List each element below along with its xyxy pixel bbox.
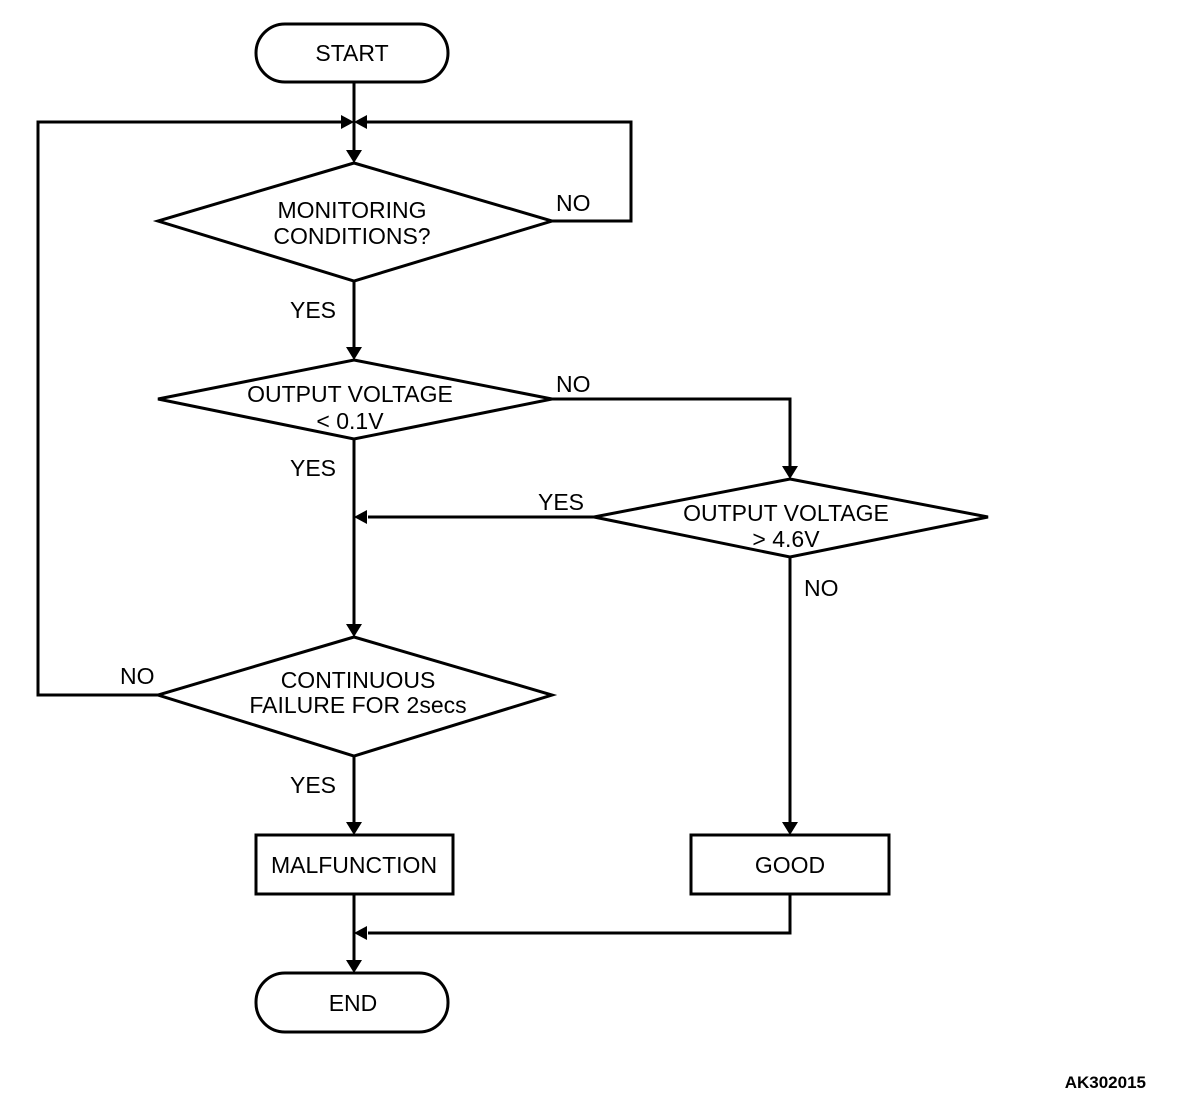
arrowhead-down-monitoring [346, 150, 362, 163]
monitoring-label-line1: MONITORING [277, 197, 426, 223]
arrowhead-right-merge [341, 115, 354, 129]
connector-good-to-end [368, 894, 792, 935]
edge-label-low-no: NO [556, 371, 591, 397]
low-voltage-label-line1: OUTPUT VOLTAGE [247, 381, 453, 407]
edge-labels: NO YES NO YES YES NO NO YES [120, 190, 839, 798]
end-label: END [329, 990, 378, 1016]
start-terminal: START [254, 22, 450, 84]
connector-low-no [552, 397, 792, 468]
continuous-label-line2: FAILURE FOR 2secs [249, 692, 466, 718]
arrowhead-down-low-voltage [346, 347, 362, 360]
arrowhead-down-good [782, 822, 798, 835]
connectors [36, 83, 792, 962]
edge-label-continuous-yes: YES [290, 772, 336, 798]
high-voltage-decision: OUTPUT VOLTAGE > 4.6V [593, 477, 989, 559]
edge-label-continuous-no: NO [120, 663, 155, 689]
arrowhead-down-malfunction [346, 822, 362, 835]
malfunction-box: MALFUNCTION [254, 833, 455, 896]
end-terminal: END [254, 971, 450, 1034]
edge-label-monitoring-yes: YES [290, 297, 336, 323]
connector-monitoring-no-loop [366, 120, 633, 223]
edge-label-monitoring-no: NO [556, 190, 591, 216]
continuous-label-line1: CONTINUOUS [281, 667, 436, 693]
low-voltage-decision: OUTPUT VOLTAGE < 0.1V [157, 358, 553, 441]
arrowhead-left-join [354, 510, 367, 524]
arrowhead-left-end-join [354, 926, 367, 940]
edge-label-high-no: NO [804, 575, 839, 601]
good-box: GOOD [689, 833, 891, 896]
arrowheads [341, 115, 798, 973]
start-label: START [315, 40, 388, 66]
connector-continuous-no-loop [36, 120, 342, 697]
edge-label-high-yes: YES [538, 489, 584, 515]
monitoring-decision: MONITORING CONDITIONS? [152, 161, 558, 283]
malfunction-label: MALFUNCTION [271, 852, 437, 878]
arrowhead-left-merge [354, 115, 367, 129]
low-voltage-label-line2: < 0.1V [316, 408, 384, 434]
high-voltage-label-line2: > 4.6V [752, 526, 820, 552]
monitoring-label-line2: CONDITIONS? [273, 223, 430, 249]
figure-code: AK302015 [1065, 1073, 1146, 1092]
arrowhead-down-continuous [346, 624, 362, 637]
high-voltage-label-line1: OUTPUT VOLTAGE [683, 500, 889, 526]
arrowhead-down-end [346, 960, 362, 973]
edge-label-low-yes: YES [290, 455, 336, 481]
continuous-decision: CONTINUOUS FAILURE FOR 2secs [152, 635, 558, 758]
arrowhead-down-high-voltage [782, 466, 798, 479]
good-label: GOOD [755, 852, 825, 878]
